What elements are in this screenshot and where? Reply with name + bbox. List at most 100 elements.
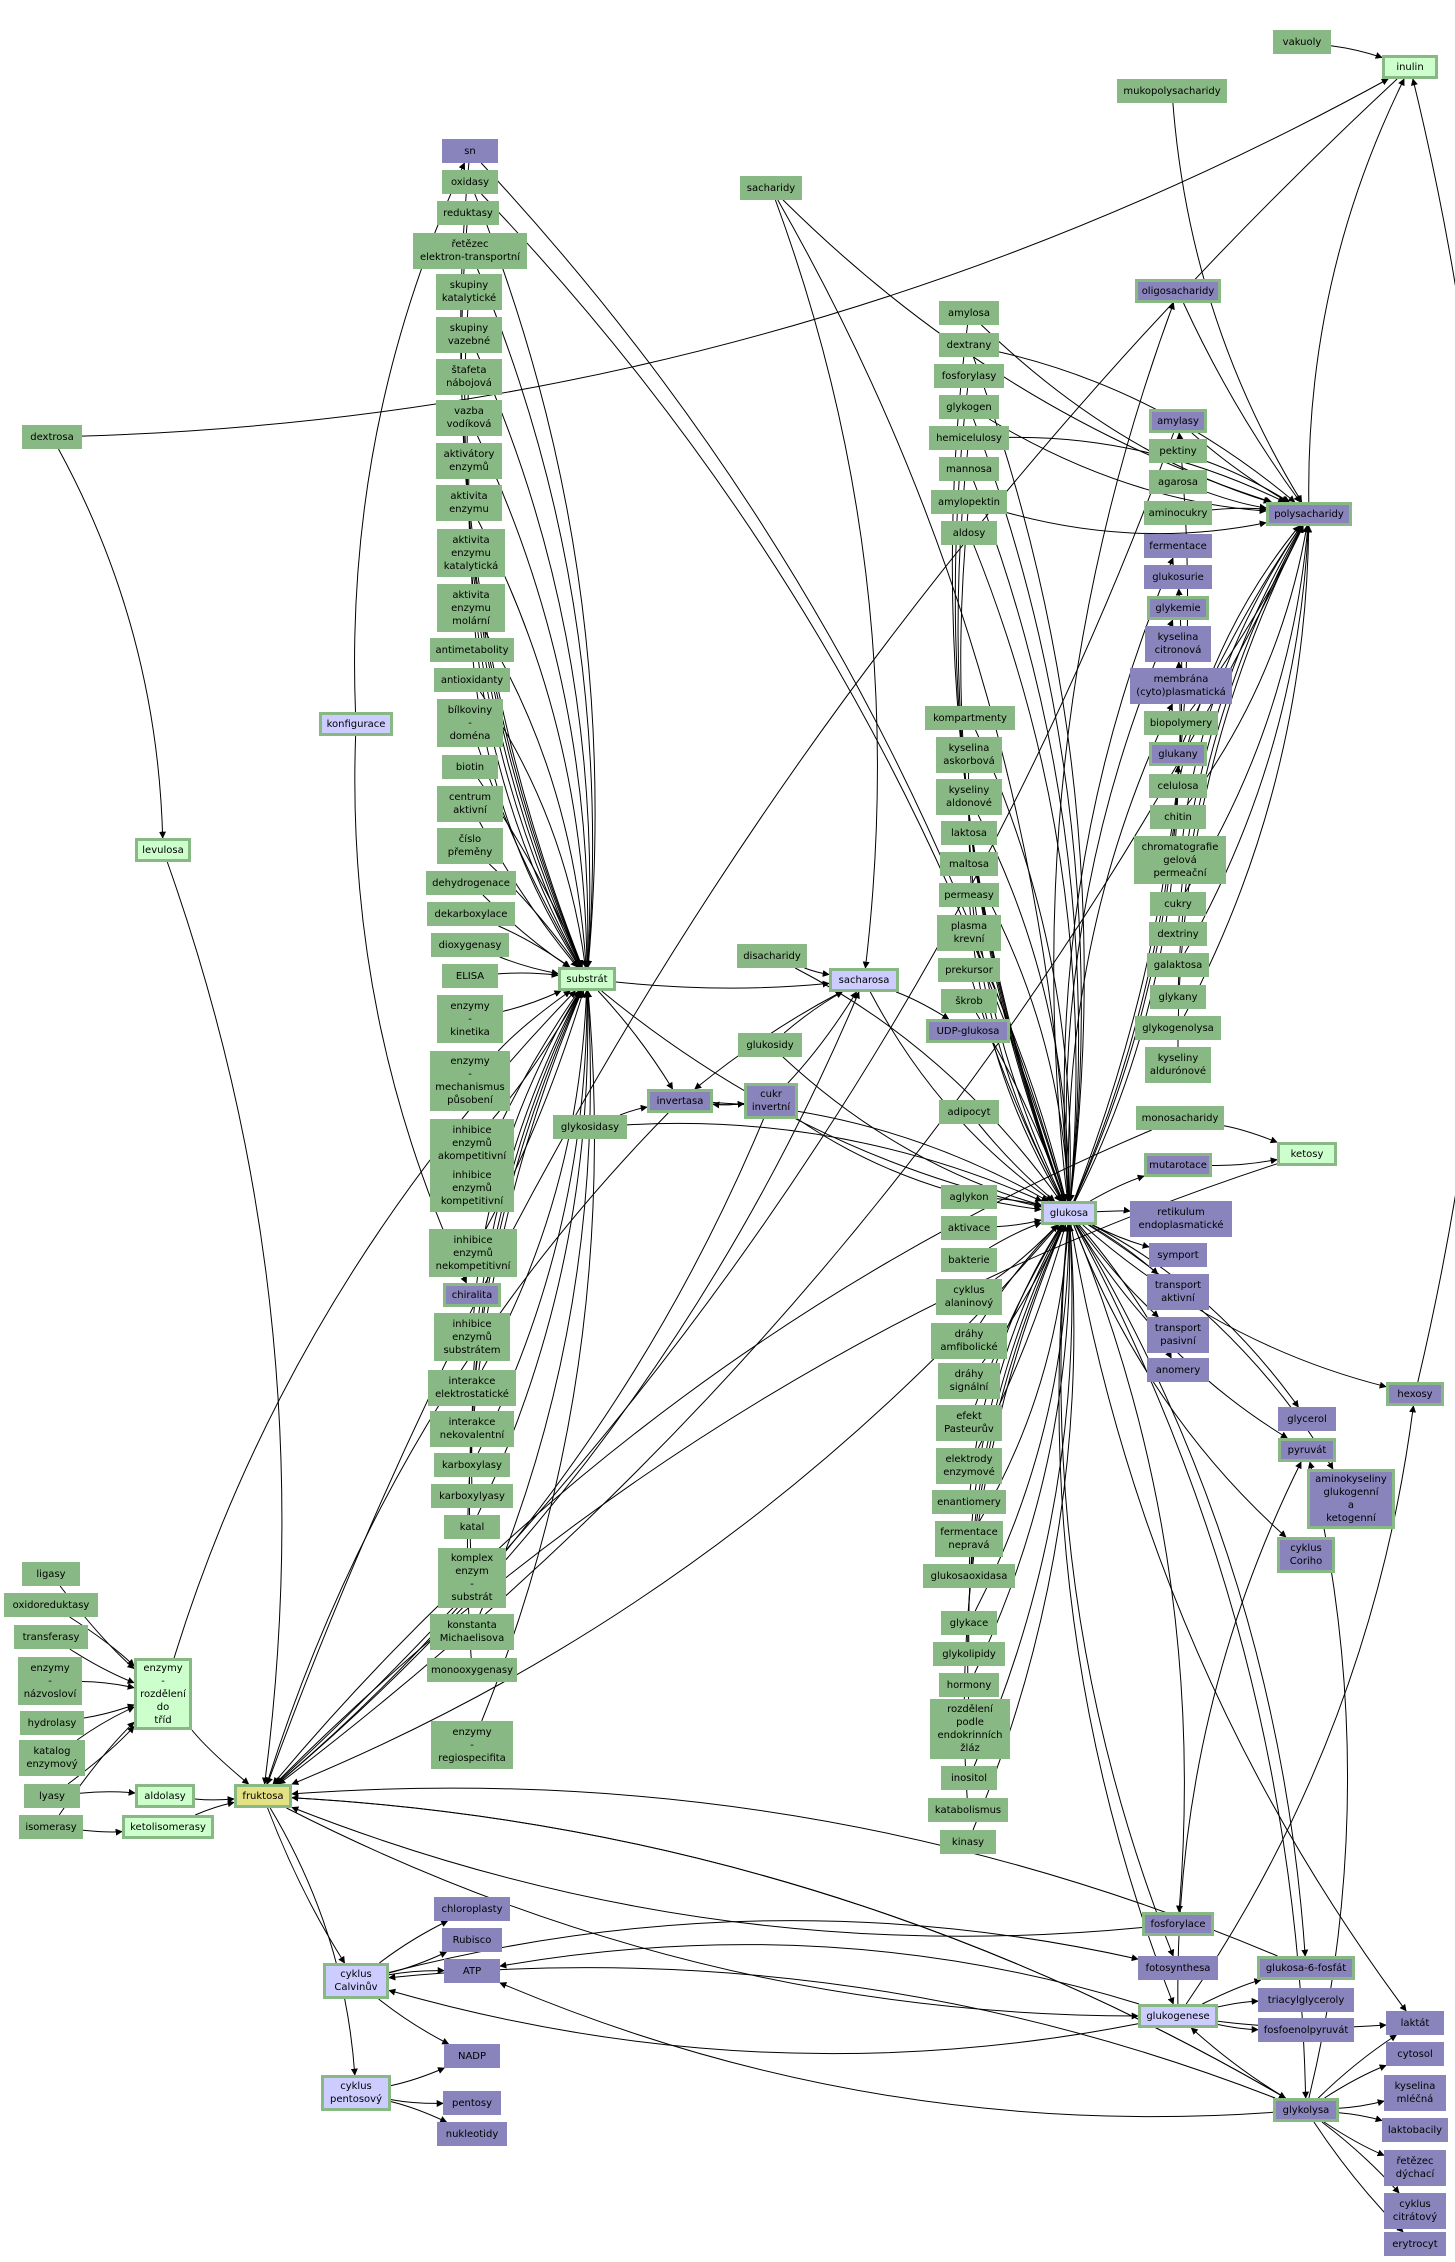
edge-aminocukry-to-polysacharidy [1211,505,1267,513]
node-karboxylasy: karboxylasy [434,1453,510,1477]
edge-glykace-to-glukosa [974,1224,1073,1612]
node-glykolipidy: glykolipidy [933,1642,1005,1666]
edge-retezec-to-substrat [477,268,594,968]
node-skrob: škrob [941,989,997,1013]
edge-sk-vaz-to-substrat [476,352,592,968]
node-triacyl: triacylglyceroly [1258,1988,1354,2012]
edge-hydrolasy-to-enz-rozd [83,1703,135,1719]
node-pentosy: pentosy [443,2091,501,2115]
edge-bakterie-to-glukosa [988,1221,1042,1249]
node-cyk-cori: cyklus Coriho [1277,1537,1335,1573]
node-glukogenese: glukogenese [1138,2004,1218,2028]
node-sacharosa: sacharosa [829,968,899,992]
node-ligasy: ligasy [22,1562,80,1586]
edge-glukosa-to-fosforylace [1073,1224,1185,1913]
node-glukany: glukany [1149,742,1207,766]
node-chitin: chitin [1150,805,1206,829]
edge-sacharidy-to-glukosa [777,199,1072,1202]
node-glukosaoxidasa: glukosaoxidasa [923,1564,1015,1588]
edge-substrat-to-sacharosa [615,980,830,989]
node-erytrocyt: erytrocyt [1384,2232,1446,2256]
edge-mannosa-to-glukosa [973,480,1080,1202]
node-glukosurie: glukosurie [1144,565,1212,589]
edge-ketosy-to-fruktosa [274,1163,1278,1785]
node-fosforylace: fosforylace [1142,1912,1214,1936]
edge-glukogenese-to-fosfoenol [1217,2024,1259,2034]
edge-dekarboxylace-to-substrat [498,925,571,968]
edge-glukosa-to-fotosynthesa [1060,1224,1175,1957]
node-fosforylasy: fosforylasy [934,364,1004,388]
edge-cyk-pent-to-nadp [390,2067,445,2087]
node-mukopolysacharidy: mukopolysacharidy [1117,79,1227,103]
node-kys-aldur: kyseliny aldurónové [1145,1047,1211,1083]
edge-amylasy-to-fruktosa [275,432,1175,1785]
edge-glukosa-to-retikulum [1096,1206,1131,1214]
node-cukry: cukry [1150,892,1206,916]
node-glykogen: glykogen [939,395,999,419]
node-hexosy: hexosy [1386,1382,1444,1406]
node-fermentace-n: fermentace nepravá [935,1521,1003,1557]
node-retikulum: retikulum endoplasmatické [1130,1201,1232,1237]
node-oligosacharidy: oligosacharidy [1135,279,1221,303]
edge-glukogenese-to-glukosa6f [1202,1978,1262,2005]
edge-monosacharidy-to-fruktosa [272,1129,1152,1785]
node-glykogenolysa: glykogenolysa [1135,1016,1221,1040]
node-oxidasy: oxidasy [442,170,498,194]
node-katabolismus: katabolismus [928,1798,1008,1822]
edge-fosforylace-to-fruktosa [291,1806,1143,1937]
edge-enz-mech-to-substrat [497,990,571,1052]
node-dioxygenasy: dioxygenasy [431,933,509,957]
node-fruktosa: fruktosa [234,1784,292,1808]
node-aldolasy: aldolasy [135,1784,195,1808]
edge-cukr-inv-to-fruktosa [276,1118,764,1785]
node-katalog: katalog enzymový [19,1740,85,1776]
node-centrum: centrum aktivní [437,786,503,822]
node-glykace: glykace [941,1611,997,1635]
node-drahy-amf: dráhy amfibolické [931,1323,1007,1359]
edge-glukosa-to-aminokys [1088,1224,1334,1470]
node-symport: symport [1149,1243,1207,1267]
node-kys-askorb: kyselina askorbová [936,737,1002,773]
node-adipocyt: adipocyt [939,1100,999,1124]
edge-glykolysa-to-laktat [1317,2034,1397,2099]
node-inh-komp: inhibice enzymů kompetitivní [430,1164,514,1212]
node-dextrosa: dextrosa [22,425,82,449]
node-sk-katal: skupiny katalytické [436,274,502,310]
edge-fruktosa-to-cyk-calvin [267,1807,346,1964]
edge-vakuoly-to-inulin [1330,45,1383,59]
node-inh-subst: inhibice enzymů substrátem [434,1313,510,1361]
node-kys-mlecna: kyselina mléčná [1384,2075,1446,2111]
edge-cyk-calvin-to-chloroplasty [379,1920,449,1964]
edge-mukopolysacharidy-to-polysacharidy [1172,102,1303,503]
node-cyk-alan: cyklus alaninový [936,1279,1002,1315]
edge-sn-to-glukosa [480,162,1068,1202]
node-transp-akt: transport aktivní [1147,1274,1209,1310]
node-bakterie: bakterie [941,1248,997,1272]
edge-glukogenese-to-cyk-calvin [388,1988,1139,2055]
node-amylasy: amylasy [1149,409,1207,433]
edge-glukogenese-to-atp [499,1944,1140,2005]
node-nukleotidy: nukleotidy [437,2122,507,2146]
edge-sacharidy-to-sacharosa [774,199,878,969]
node-inh-akomp: inhibice enzymů akompetitivní [430,1119,514,1167]
node-konstanta: konstanta Michaelisova [430,1614,514,1650]
node-int-nekov: interakce nekovalentní [430,1411,514,1447]
edge-aktivace-to-glukosa [996,1218,1042,1228]
edge-cukr-inv-to-glukosa [797,1118,1042,1213]
node-glukosidy: glukosidy [738,1033,802,1057]
node-lyasy: lyasy [24,1784,80,1808]
node-aktivace: aktivace [941,1216,997,1240]
node-enz-reg: enzymy - regiospecifita [431,1721,513,1769]
edge-glukosa-to-glukosa6f [1075,1224,1309,1957]
node-vakuoly: vakuoly [1273,30,1331,54]
node-vazba-vod: vazba vodíková [436,400,502,436]
edge-glykolysa-to-atp [499,1982,1274,2118]
node-aglykon: aglykon [941,1185,997,1209]
edge-levulosa-to-fruktosa [166,861,283,1785]
node-glykolysa: glykolysa [1273,2098,1339,2122]
edge-elisa-to-substrat [497,971,559,978]
node-laktosa: laktosa [941,821,997,845]
node-isomerasy: isomerasy [19,1815,83,1839]
node-aktivatory: aktivátory enzymů [436,443,502,479]
